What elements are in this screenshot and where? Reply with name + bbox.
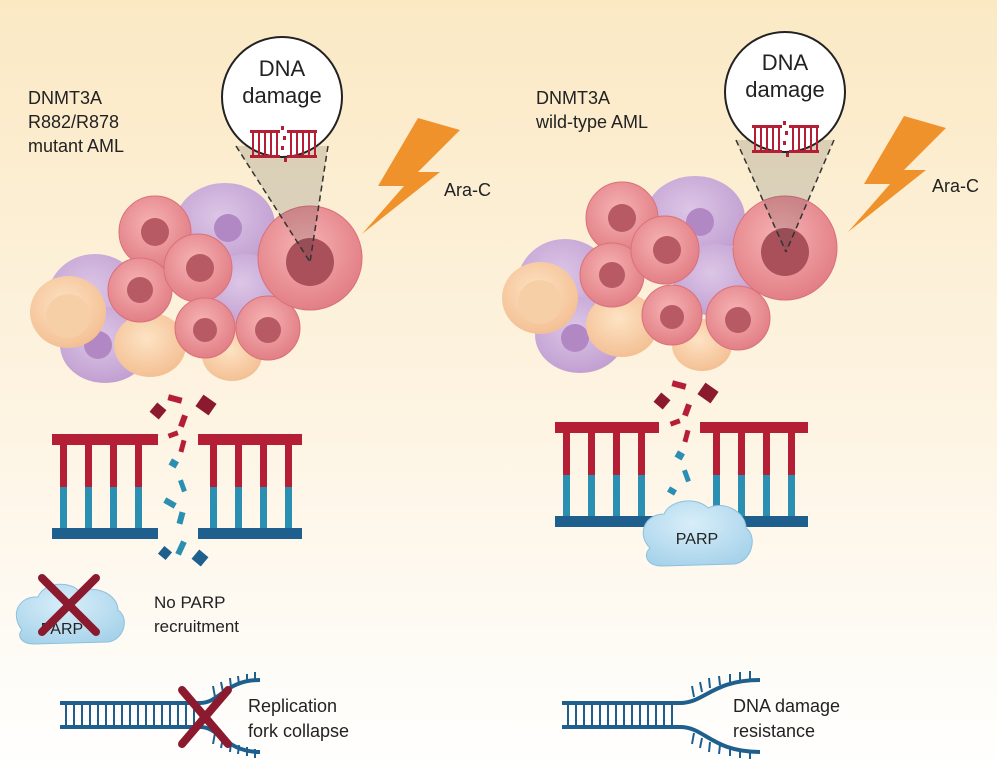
left-zoom-label-2: damage xyxy=(242,83,322,108)
right-mini-dna-icon xyxy=(752,121,819,157)
left-zoom-cone xyxy=(236,146,328,262)
left-title-line-3: mutant AML xyxy=(28,136,124,156)
right-panel: DNMT3A wild-type AML xyxy=(502,31,979,759)
left-mini-dna-icon xyxy=(250,126,317,162)
left-cell-cluster xyxy=(30,183,363,383)
right-zoom-bubble xyxy=(724,31,846,153)
right-outcome-line-1: DNA damage xyxy=(733,696,840,716)
left-zoom-label-1: DNA xyxy=(259,56,306,81)
left-lightning-icon xyxy=(362,118,460,234)
left-outcome-line-1: Replication xyxy=(248,696,337,716)
left-panel: DNMT3A R882/R878 mutant AML xyxy=(16,36,491,758)
right-zoom-label-1: DNA xyxy=(762,50,809,75)
left-title-line-2: R882/R878 xyxy=(28,112,119,132)
right-parp-label: PARP xyxy=(676,531,718,548)
right-title-line-2: wild-type AML xyxy=(535,112,648,132)
left-broken-dna-icon xyxy=(52,394,302,567)
right-replication-fork-icon xyxy=(562,671,761,759)
right-title-line-1: DNMT3A xyxy=(536,88,610,108)
right-outcome-line-2: resistance xyxy=(733,721,815,741)
left-fork-cross-icon xyxy=(178,686,232,748)
right-zoom-line-b xyxy=(785,139,835,253)
right-cell-cluster xyxy=(502,176,838,373)
right-zoom-line-a xyxy=(735,139,787,253)
left-zoom-line-a xyxy=(235,145,311,263)
left-parp-status-line-1: No PARP xyxy=(154,593,226,612)
right-zoom-label-2: damage xyxy=(745,77,825,102)
left-outcome-line-2: fork collapse xyxy=(248,721,349,741)
right-drug-label: Ara-C xyxy=(932,176,979,196)
right-parp-blob xyxy=(642,500,753,567)
right-lightning-icon xyxy=(848,116,946,232)
left-parp-status-line-2: recruitment xyxy=(154,617,239,636)
left-drug-label: Ara-C xyxy=(444,180,491,200)
left-parp-cross-icon xyxy=(38,574,100,636)
right-zoom-cone xyxy=(736,140,834,252)
left-zoom-bubble xyxy=(221,36,343,158)
left-title-line-1: DNMT3A xyxy=(28,88,102,108)
